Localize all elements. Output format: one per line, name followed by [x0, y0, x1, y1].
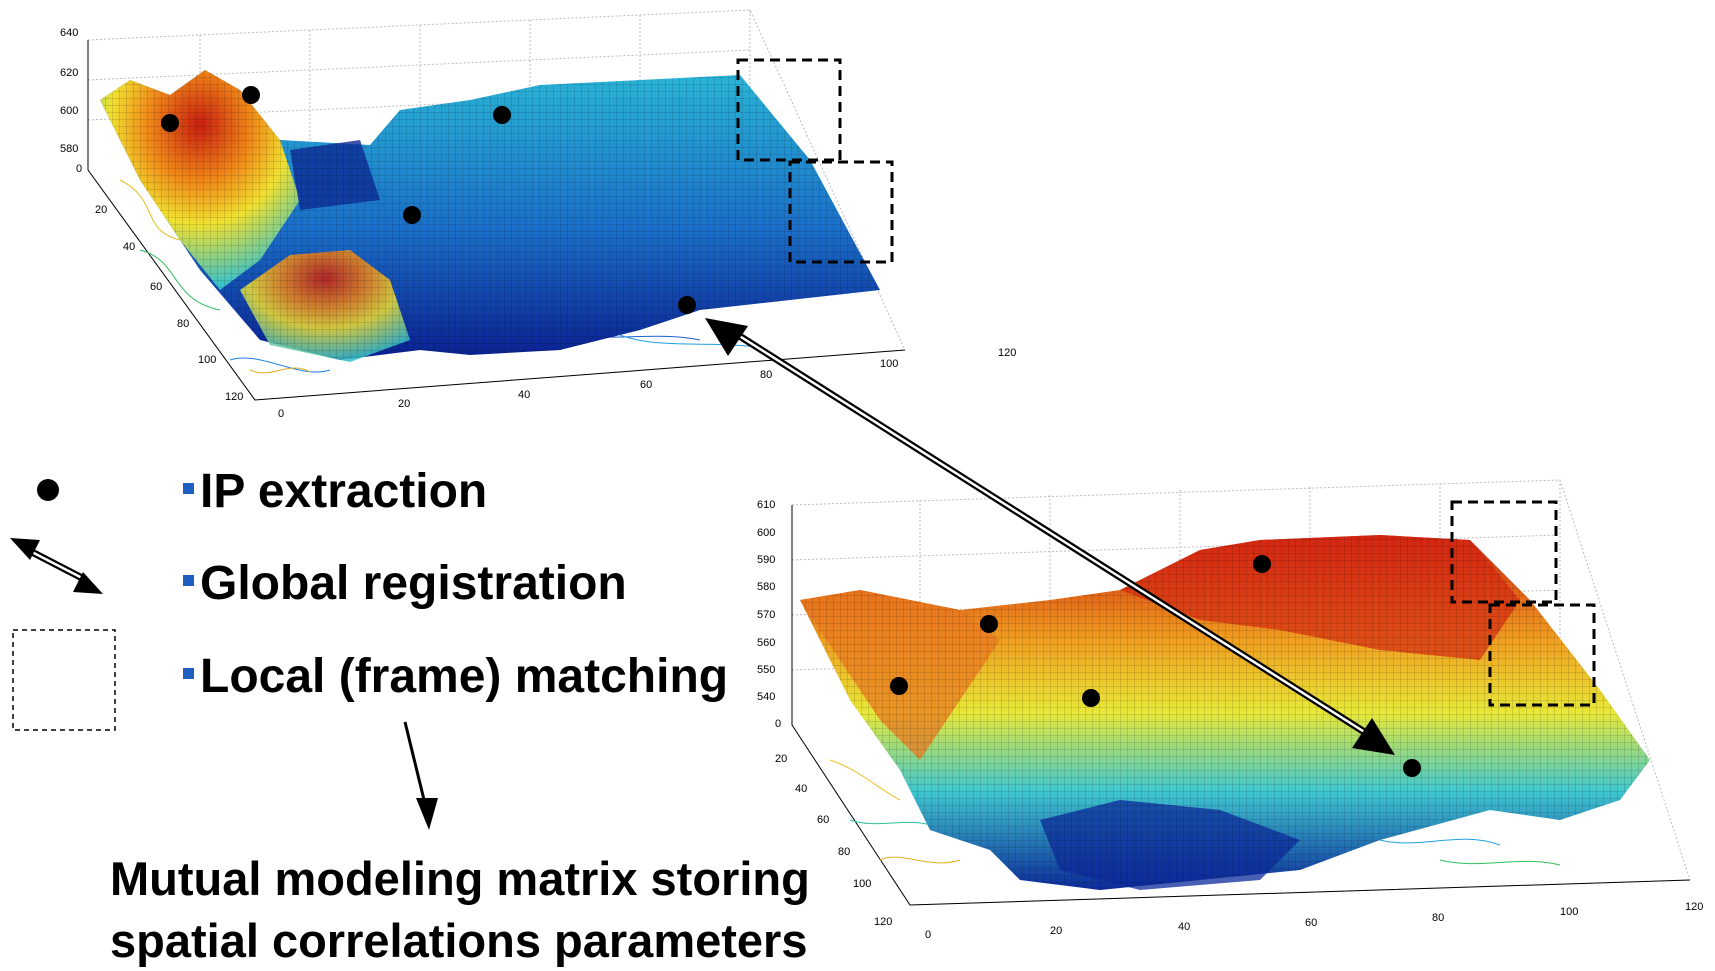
- tick-label: 100: [853, 878, 871, 890]
- tick-label: 0: [278, 408, 284, 420]
- bottom-terrain-surface: [800, 535, 1650, 890]
- top-matching-frames: [736, 58, 894, 264]
- tick-label: 40: [123, 241, 135, 253]
- dashed-frame-icon: [12, 629, 116, 731]
- interest-point: [1403, 759, 1421, 777]
- top-plot-frame: [87, 40, 906, 401]
- bottom-x-ticks: 0 20 40 60 80 100 120: [925, 901, 1703, 941]
- tick-label: 100: [198, 354, 216, 366]
- top-y-ticks: 20 40 60 80 100 120: [95, 204, 243, 403]
- matching-frame: [1450, 500, 1558, 604]
- tick-label: 0: [76, 163, 82, 175]
- tick-label: 100: [1560, 906, 1578, 918]
- tick-label: 80: [177, 318, 189, 330]
- bullet-square: [183, 668, 194, 679]
- bullet-square: [183, 483, 194, 494]
- tick-label: 20: [95, 204, 107, 216]
- caption-line-1: Mutual modeling matrix storing: [110, 852, 810, 905]
- interest-point: [1253, 555, 1271, 573]
- tick-label: 40: [1178, 921, 1190, 933]
- top-terrain-surface: [100, 70, 880, 362]
- tick-label: 120: [998, 347, 1016, 359]
- tick-label: 580: [757, 581, 775, 593]
- tick-label: 620: [60, 67, 78, 79]
- tick-label: 120: [874, 916, 892, 928]
- tick-label: 600: [60, 105, 78, 117]
- dot-icon: [37, 479, 59, 501]
- matching-frame: [736, 58, 842, 162]
- legend-label-local-matching: Local (frame) matching: [200, 650, 729, 703]
- interest-point: [890, 677, 908, 695]
- interest-point: [161, 114, 179, 132]
- bottom-interest-points: [890, 555, 1421, 777]
- interest-point: [678, 296, 696, 314]
- tick-label: 60: [1305, 917, 1317, 929]
- legend-label-global-registration: Global registration: [200, 557, 627, 610]
- tick-label: 580: [60, 143, 78, 155]
- matching-frame: [1488, 603, 1596, 707]
- interest-point: [493, 106, 511, 124]
- bottom-surface-plot: 610 600 590 580 570 560 550 540 0 20 40 …: [757, 479, 1703, 941]
- matching-frame: [788, 160, 894, 264]
- interest-point: [1082, 689, 1100, 707]
- tick-label: 20: [398, 398, 410, 410]
- double-arrow-icon: [10, 538, 103, 594]
- interest-point: [403, 206, 421, 224]
- tick-label: 570: [757, 609, 775, 621]
- tick-label: 550: [757, 664, 775, 676]
- caption-line-2: spatial correlations parameters: [110, 914, 808, 967]
- tick-label: 80: [760, 369, 772, 381]
- tick-label: 40: [518, 389, 530, 401]
- tick-label: 0: [925, 929, 931, 941]
- bullet-square: [183, 575, 194, 586]
- tick-label: 560: [757, 637, 775, 649]
- tick-label: 40: [795, 783, 807, 795]
- top-contour-lines: [119, 179, 761, 374]
- arrowhead-icon: [705, 318, 748, 356]
- interest-point: [242, 86, 260, 104]
- top-x-ticks: 0 20 40 60 80 100 120: [278, 347, 1016, 420]
- tick-label: 80: [838, 846, 850, 858]
- tick-label: 80: [1432, 912, 1444, 924]
- top-interest-points: [161, 86, 696, 314]
- caption-pointer-arrow: [403, 721, 438, 830]
- arrowhead-icon: [1352, 718, 1395, 755]
- tick-label: 100: [880, 358, 898, 370]
- tick-label: 540: [757, 691, 775, 703]
- tick-label: 60: [150, 281, 162, 293]
- legend-label-ip-extraction: IP extraction: [200, 465, 488, 518]
- tick-label: 20: [1050, 925, 1062, 937]
- interest-point: [980, 615, 998, 633]
- tick-label: 610: [757, 499, 775, 511]
- tick-label: 600: [757, 527, 775, 539]
- global-registration-arrow: [705, 318, 1395, 755]
- tick-label: 120: [225, 391, 243, 403]
- bottom-plot-frame: [791, 505, 1691, 906]
- tick-label: 590: [757, 554, 775, 566]
- bottom-z-ticks: 610 600 590 580 570 560 550 540 0: [757, 499, 781, 730]
- tick-label: 0: [775, 718, 781, 730]
- top-surface-plot: 640 620 600 580 0 20 40 60 80 100 120 0 …: [60, 9, 1016, 420]
- tick-label: 20: [775, 753, 787, 765]
- tick-label: 60: [817, 814, 829, 826]
- tick-label: 640: [60, 27, 78, 39]
- legend-symbols: [10, 479, 116, 731]
- bottom-matching-frames: [1450, 500, 1596, 707]
- tick-label: 60: [640, 379, 652, 391]
- bottom-y-ticks: 20 40 60 80 100 120: [775, 753, 892, 928]
- top-z-ticks: 640 620 600 580 0: [60, 27, 82, 175]
- tick-label: 120: [1685, 901, 1703, 913]
